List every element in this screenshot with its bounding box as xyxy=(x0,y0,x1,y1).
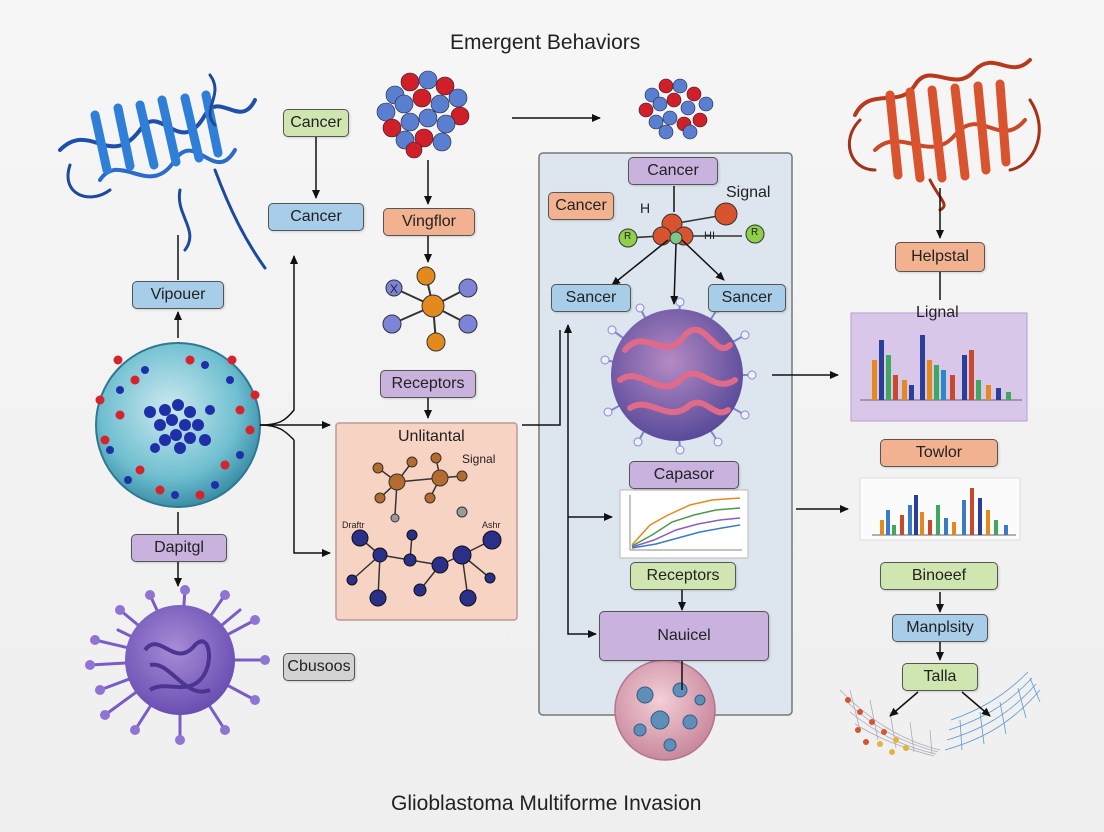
label-manplsity: Manplsity xyxy=(892,614,988,642)
virus-particle-icon xyxy=(600,297,757,455)
label-helpstal: Helpstal xyxy=(895,242,985,272)
label-cbusoos: Cbusoos xyxy=(283,653,355,681)
label-receptors-center: Receptors xyxy=(630,562,736,590)
label-talla: Talla xyxy=(902,663,978,691)
label-lignal: Lignal xyxy=(916,304,959,321)
neuron-cell-icon xyxy=(85,585,270,745)
bar-chart-icon xyxy=(850,312,1028,422)
cell-sphere-icon xyxy=(95,342,261,508)
signal-molecule-icon xyxy=(618,202,765,248)
label-receptors-left: Receptors xyxy=(380,370,476,398)
label-nauicel: Nauicel xyxy=(599,611,769,661)
label-draftr: Draftr xyxy=(342,520,365,530)
label-r-right: R xyxy=(751,227,759,238)
label-vingflor: Vingflor xyxy=(383,208,475,236)
network-molecule-icon xyxy=(346,452,502,607)
blue-protein-ribbon-icon xyxy=(58,73,267,270)
label-h-mark: H xyxy=(640,200,651,216)
label-ashr: Ashr xyxy=(482,520,501,530)
label-dapitgl: Dapitgl xyxy=(131,534,227,562)
label-cancer-left: Cancer xyxy=(548,192,614,220)
molecule-cluster-small-icon xyxy=(638,78,714,140)
label-r-left: R xyxy=(624,231,632,242)
label-sancer-right: Sancer xyxy=(708,284,786,312)
pink-cell-icon xyxy=(614,659,716,761)
label-x-mark: X xyxy=(390,282,399,296)
title-top: Emergent Behaviors xyxy=(450,31,641,54)
label-cancer-b: Cancer xyxy=(268,203,364,231)
label-vipouer: Vipouer xyxy=(132,281,224,309)
label-binoeef: Binoeef xyxy=(880,562,998,590)
label-cancer-a: Cancer xyxy=(283,109,349,137)
connectors xyxy=(174,114,991,717)
label-cancer-top: Cancer xyxy=(628,157,718,185)
line-chart-icon xyxy=(619,489,749,559)
bar-chart-2-icon xyxy=(859,477,1021,541)
label-unlitantal: Unlitantal xyxy=(398,428,465,445)
label-hi-mark: HI xyxy=(704,230,715,242)
label-towlor: Towlor xyxy=(880,439,998,467)
title-bottom: Glioblastoma Multiforme Invasion xyxy=(391,792,702,815)
label-sancer-left: Sancer xyxy=(551,284,631,312)
label-signal-center: Signal xyxy=(726,184,771,201)
molecule-small-icon xyxy=(382,266,478,352)
mesh-grid-icon xyxy=(839,671,1041,757)
label-signal-pink: Signal xyxy=(462,452,496,466)
molecule-cluster-icon xyxy=(376,70,470,159)
red-protein-ribbon-icon xyxy=(847,58,1041,212)
label-capasor: Capasor xyxy=(629,461,739,489)
